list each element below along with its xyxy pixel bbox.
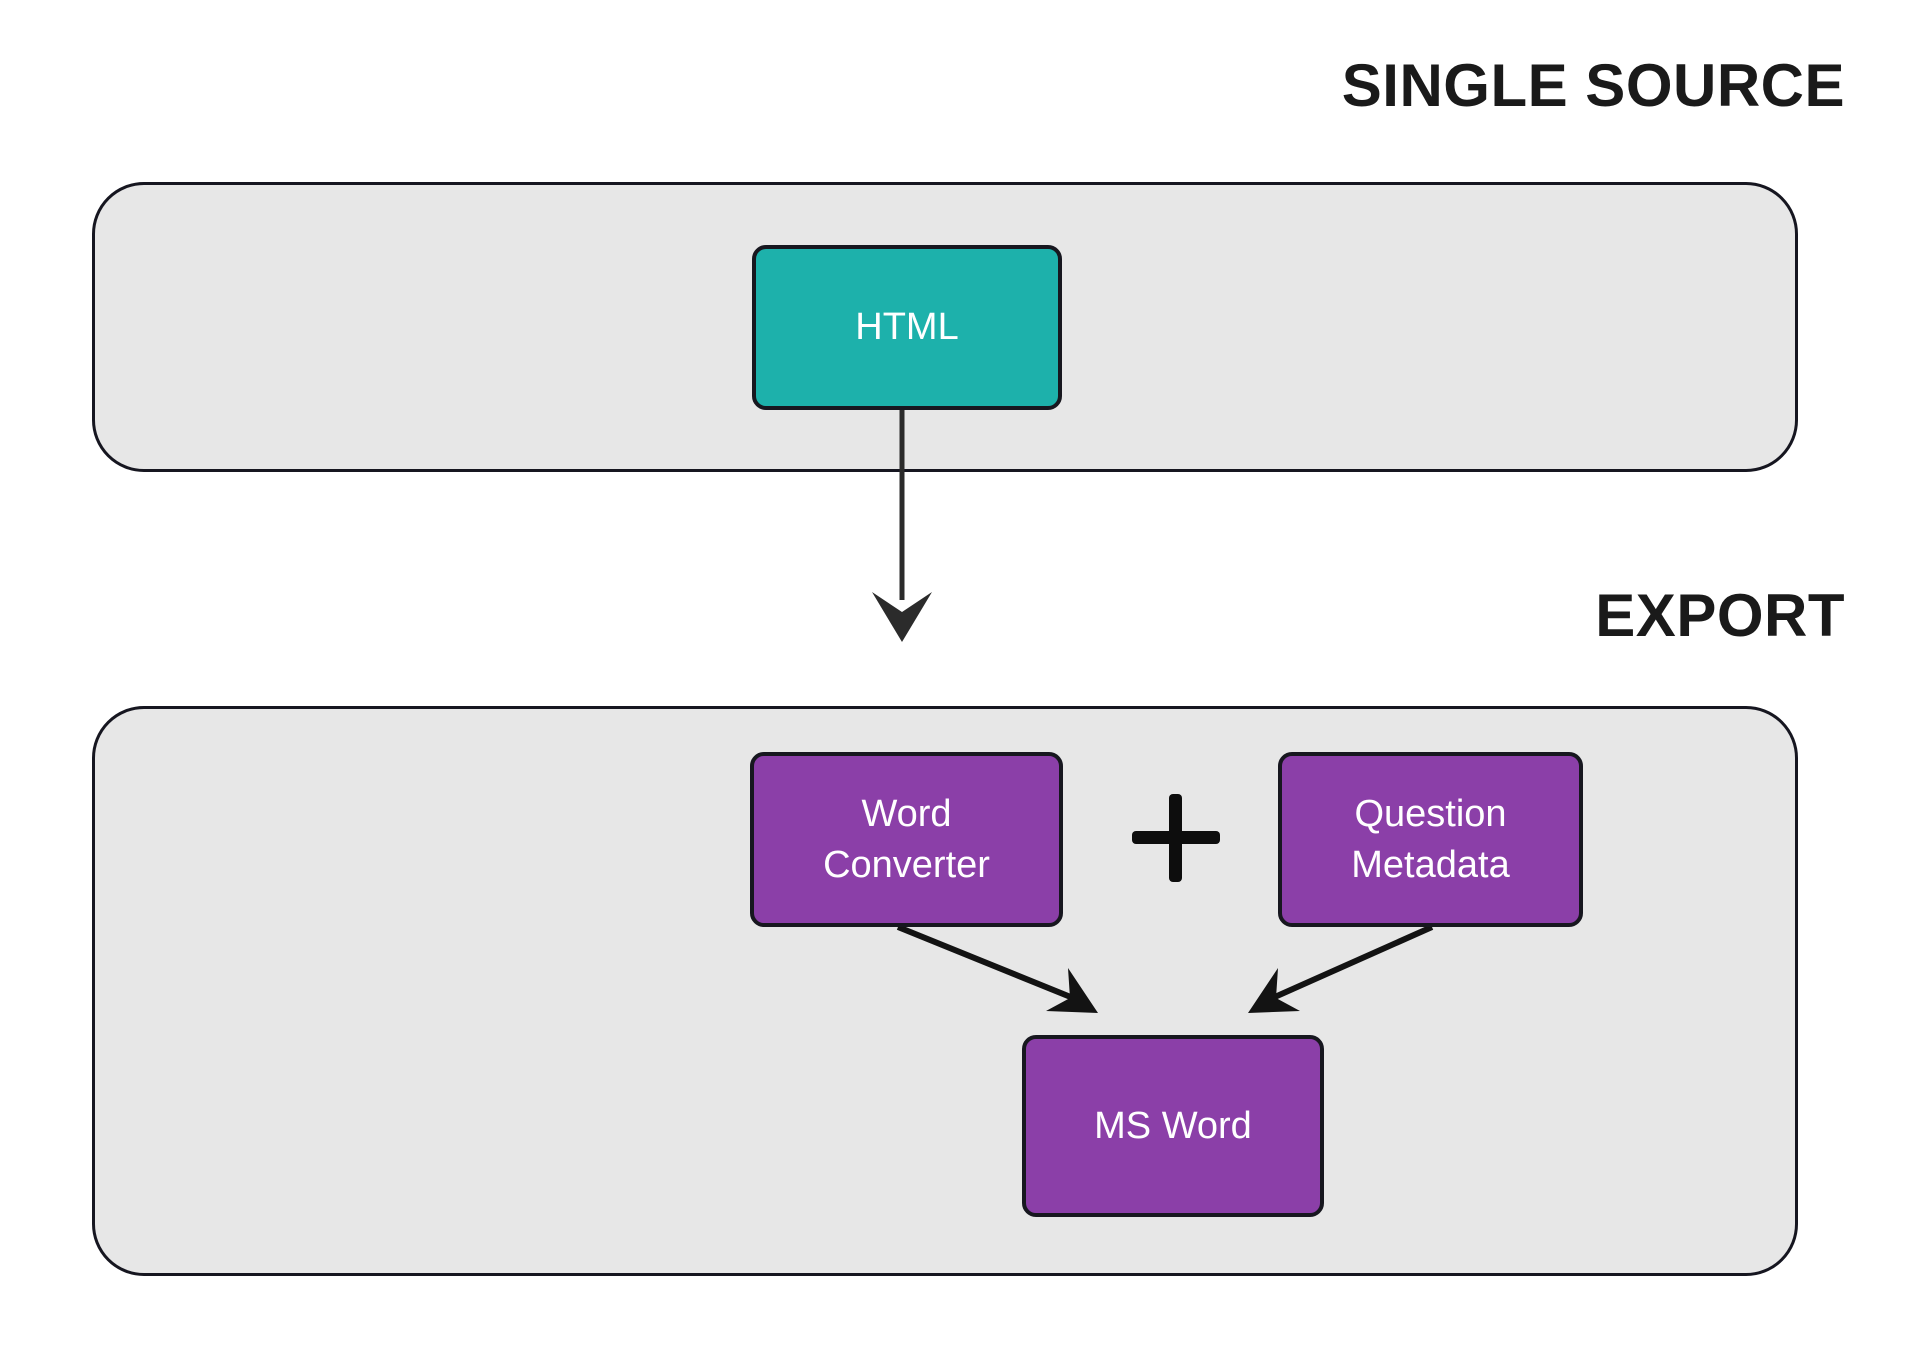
node-question-metadata-label-line1: Question [1354, 793, 1507, 836]
node-word-converter-label-line1: Word [861, 793, 952, 836]
node-html[interactable]: HTML [752, 245, 1062, 410]
arrow-html-to-export-head [872, 592, 932, 642]
plus-icon-vertical-bar [1169, 794, 1182, 882]
node-ms-word-label: MS Word [1094, 1104, 1252, 1147]
heading-single-source: SINGLE SOURCE [1341, 52, 1845, 119]
node-word-converter-label-line2: Converter [823, 843, 990, 886]
plus-icon [1128, 790, 1224, 886]
node-question-metadata[interactable]: Question Metadata [1278, 752, 1583, 927]
node-word-converter-label: Word Converter [823, 789, 990, 889]
node-question-metadata-label-line2: Metadata [1351, 843, 1510, 886]
node-question-metadata-label: Question Metadata [1351, 789, 1509, 889]
node-word-converter[interactable]: Word Converter [750, 752, 1063, 927]
node-html-label: HTML [855, 306, 959, 349]
heading-export: EXPORT [1595, 582, 1845, 649]
node-ms-word[interactable]: MS Word [1022, 1035, 1324, 1217]
